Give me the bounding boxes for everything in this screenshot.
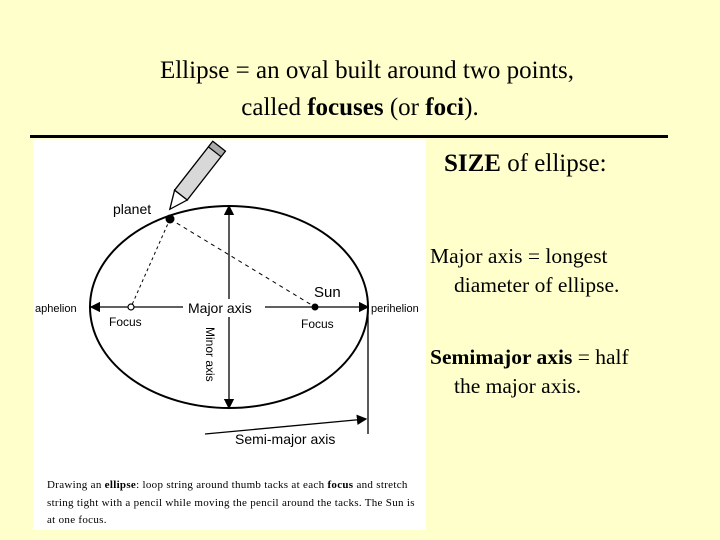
caption-ellipse-bold: ellipse — [104, 479, 137, 491]
semimajor-def-line-1: Semimajor axis = half — [430, 345, 629, 369]
semimajor-axis-definition: Semimajor axis = half the major axis. — [430, 343, 710, 401]
title-foci-bold: foci — [425, 94, 465, 121]
ellipse-diagram: planet Sun aphelion perihelion Focus Foc… — [35, 140, 419, 447]
focus-right-label: Focus — [301, 317, 334, 331]
semimajor-axis-bold: Semimajor axis — [430, 345, 573, 369]
minor-axis-label-bg — [201, 327, 219, 391]
title-line-1: Ellipse = an oval built around two point… — [159, 57, 575, 84]
aphelion-label: aphelion — [35, 303, 77, 315]
semimajor-def-line-2: the major axis. — [454, 374, 582, 398]
title-line-2-suffix: ). — [464, 94, 479, 121]
size-heading-rest: of ellipse: — [500, 150, 607, 177]
size-heading-bold: SIZE — [444, 150, 501, 177]
major-axis-label-bg — [186, 299, 262, 317]
semi-major-axis-arrow — [204, 414, 368, 435]
title-line-2: called focuses (or foci). — [0, 89, 720, 126]
figure-caption: Drawing an ellipse: loop string around t… — [47, 477, 417, 530]
planet-label: planet — [113, 201, 151, 217]
semi-major-axis-label: Semi-major axis — [235, 431, 335, 447]
title-line-2-prefix: called — [241, 94, 308, 121]
title-line-2-mid: (or — [383, 94, 426, 121]
major-axis-definition: Major axis = longest diameter of ellipse… — [430, 242, 710, 300]
title-divider — [30, 135, 668, 138]
minor-axis-label: Minor axis — [203, 327, 217, 382]
pencil-icon — [168, 140, 227, 211]
caption-focus-bold: focus — [327, 479, 354, 491]
title-focuses-bold: focuses — [307, 94, 384, 121]
slide-title: Ellipse = an oval built around two point… — [0, 52, 720, 126]
major-axis-label: Major axis — [188, 300, 252, 316]
string-to-sun — [169, 218, 316, 308]
major-axis-def-line-2: diameter of ellipse. — [454, 273, 620, 297]
focus-left-label: Focus — [109, 315, 142, 329]
perihelion-label: perihelion — [371, 303, 419, 315]
planet-dot — [165, 214, 175, 224]
ellipse-figure: planet Sun aphelion perihelion Focus Foc… — [33, 139, 426, 530]
semimajor-def-rest: = half — [572, 345, 629, 369]
caption-text-3: and stretch string tight with a pencil w… — [47, 479, 415, 526]
major-axis-def-line-1: Major axis = longest — [430, 244, 608, 268]
string-to-left-focus — [130, 218, 171, 308]
caption-text-1: Drawing an — [47, 479, 105, 491]
focus-dot-left — [127, 303, 135, 311]
caption-text-2: : loop string around thumb tacks at each — [136, 479, 328, 491]
sun-label: Sun — [314, 284, 341, 301]
size-heading: SIZE of ellipse: — [444, 150, 607, 178]
sun-dot — [311, 303, 319, 311]
